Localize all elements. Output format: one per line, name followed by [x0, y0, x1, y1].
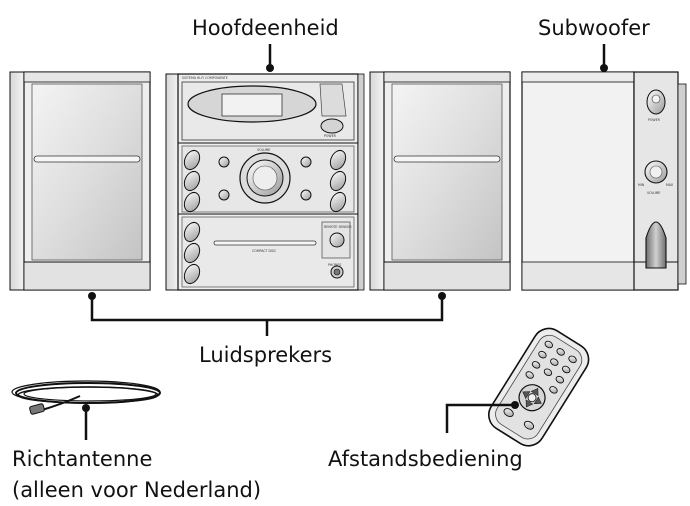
- display-section: SISTEMA HI-FI COMPONENTE POWER: [181, 76, 355, 141]
- right-speaker: [369, 71, 511, 291]
- main-unit-label: Hoofdeenheid: [192, 16, 339, 40]
- phones-label: PHONES: [328, 263, 341, 267]
- sub-volume-label: VOLUME: [647, 191, 660, 195]
- left-speaker: [9, 71, 151, 291]
- remote-callout: [445, 401, 519, 433]
- subwoofer-label: Subwoofer: [538, 16, 650, 40]
- speakers-bracket: [88, 292, 446, 336]
- antenna-illustration: [11, 380, 161, 440]
- sub-min-label: MIN: [638, 183, 645, 187]
- right-oval-buttons: [329, 149, 347, 213]
- bass-port: [645, 221, 667, 269]
- power-label: POWER: [324, 134, 337, 138]
- antenna-note: (alleen voor Nederland): [12, 478, 261, 502]
- remote-illustration: [488, 327, 590, 447]
- cd-label: COMPACT DISC: [252, 249, 277, 253]
- remote-label: Afstandsbediening: [328, 447, 523, 471]
- sub-power-button: POWER: [646, 89, 666, 122]
- remote-sensor-label: REMOTE SENSOR: [324, 225, 352, 229]
- cd-section: COMPACT DISC REMOTE SENSOR PHONES: [181, 216, 355, 288]
- top-strip-label: SISTEMA HI-FI COMPONENTE: [182, 76, 228, 80]
- speakers-label: Luidsprekers: [199, 343, 332, 367]
- left-oval-buttons: [183, 149, 201, 213]
- sub-volume-knob: MIN MAX VOLUME: [638, 160, 674, 195]
- top-callouts: [266, 44, 608, 72]
- antenna-label: Richtantenne: [12, 447, 152, 471]
- volume-label: VOLUME: [257, 148, 270, 152]
- sub-max-label: MAX: [666, 183, 674, 187]
- control-section: VOLUME: [181, 145, 355, 213]
- sub-power-label: POWER: [648, 118, 661, 122]
- main-unit: SISTEMA HI-FI COMPONENTE POWER: [165, 73, 365, 291]
- volume-knob: VOLUME: [239, 148, 291, 204]
- subwoofer: POWER MIN MAX VOLUME: [521, 71, 687, 291]
